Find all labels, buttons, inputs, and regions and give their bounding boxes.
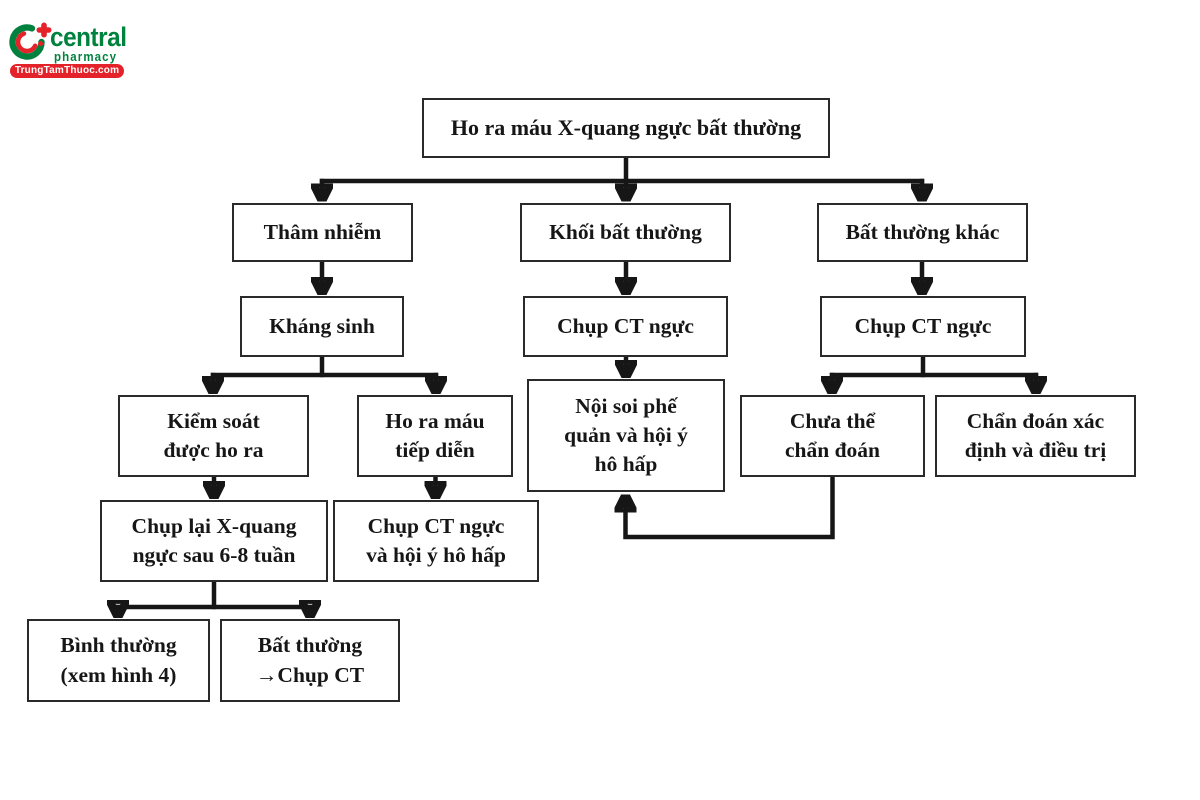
node-abnormal-do-ct: Bất thường →Chụp CT [220, 619, 400, 702]
node-ct-and-consult: Chụp CT ngực và hội ý hô hấp [333, 500, 539, 582]
node-abnormal-mass: Khối bất thường [520, 203, 731, 262]
node-confirmed-treatment: Chẩn đoán xác định và điều trị [935, 395, 1136, 477]
node-other-abnormality: Bất thường khác [817, 203, 1028, 262]
node-cannot-diagnose: Chưa thể chẩn đoán [740, 395, 925, 477]
node-root: Ho ra máu X-quang ngực bất thường [422, 98, 830, 158]
logo-brand-text: central [50, 22, 127, 52]
logo-badge: TrungTamThuoc.com [10, 64, 124, 78]
node-ct-chest-other: Chụp CT ngực [820, 296, 1026, 357]
node-bronchoscopy-consult: Nội soi phế quản và hội ý hô hấp [527, 379, 725, 492]
node-repeat-xray: Chụp lại X-quang ngực sau 6-8 tuần [100, 500, 328, 582]
logo-subtitle-text: pharmacy [54, 50, 118, 64]
node-ct-chest-mass: Chụp CT ngực [523, 296, 728, 357]
edge-nodiag-bronchoscopy [626, 477, 835, 540]
central-pharmacy-logo: central pharmacy TrungTamThuoc.com [0, 0, 160, 90]
node-infiltration: Thâm nhiễm [232, 203, 413, 262]
node-antibiotics: Kháng sinh [240, 296, 404, 357]
node-normal-see-figure4: Bình thường (xem hình 4) [27, 619, 210, 702]
node-controlled-hemoptysis: Kiểm soát được ho ra [118, 395, 309, 477]
central-pharmacy-logo-icon [9, 22, 52, 60]
node-persistent-hemoptysis: Ho ra máu tiếp diễn [357, 395, 513, 477]
